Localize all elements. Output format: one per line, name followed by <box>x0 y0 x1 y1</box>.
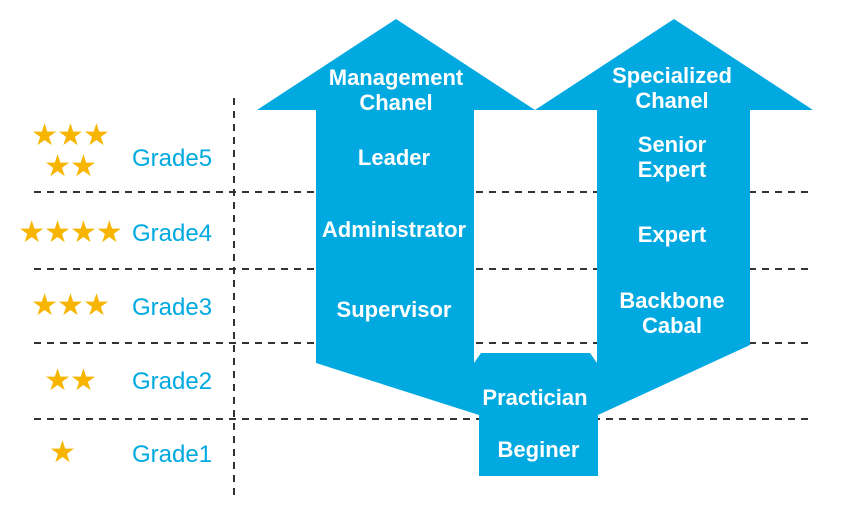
level-expert: Expert <box>637 222 707 247</box>
specialized-channel-title: Specialized Chanel <box>572 63 772 113</box>
backbone-cabal-line1: Backbone <box>619 288 725 313</box>
specialized-title-line1: Specialized <box>612 63 732 88</box>
grade4-label: Grade4 <box>132 220 213 247</box>
grade5-stars-row2: ★★ <box>44 150 97 183</box>
level-backbone-cabal: Backbone Cabal <box>572 288 772 338</box>
management-channel-title: Management Chanel <box>296 65 496 115</box>
grade2-stars: ★★ <box>44 364 97 397</box>
level-senior-expert: Senior Expert <box>572 132 772 182</box>
grade4-stars: ★★★★ <box>18 216 123 249</box>
grade5-stars-row1: ★★★ <box>31 119 110 152</box>
level-supervisor: Supervisor <box>336 297 452 322</box>
grade3-label: Grade3 <box>132 294 213 321</box>
grade1-stars: ★ <box>49 436 76 469</box>
level-practician: Practician <box>482 385 588 410</box>
grade5-label: Grade5 <box>132 145 213 172</box>
level-beginner: Beginer <box>497 437 580 462</box>
level-administrator: Administrator <box>321 217 467 242</box>
backbone-cabal-line2: Cabal <box>642 313 702 338</box>
management-title-line1: Management <box>328 65 464 90</box>
grade1-label: Grade1 <box>132 441 213 468</box>
grade2-label: Grade2 <box>132 368 213 395</box>
management-title-line2: Chanel <box>359 90 433 115</box>
specialized-title-line2: Chanel <box>635 88 709 113</box>
senior-expert-line2: Expert <box>637 157 707 182</box>
career-channels-arrow <box>257 19 813 476</box>
senior-expert-line1: Senior <box>637 132 707 157</box>
level-leader: Leader <box>357 145 431 170</box>
grade3-stars: ★★★ <box>31 289 110 322</box>
